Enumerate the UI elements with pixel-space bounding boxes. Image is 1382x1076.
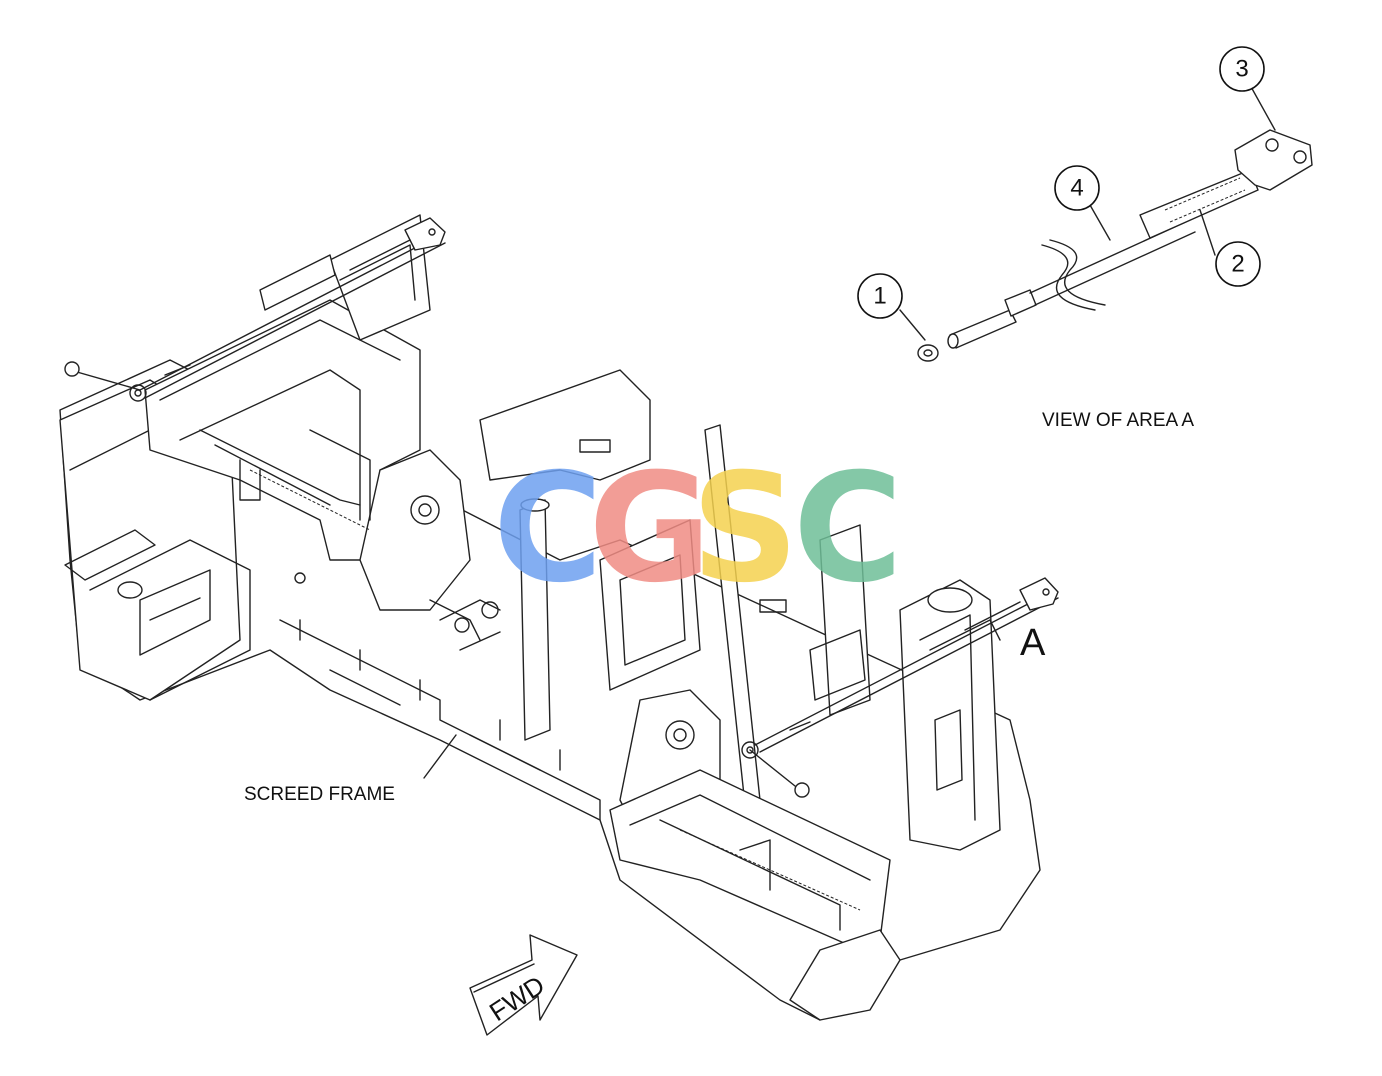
- area-a-detail-drawing: [917, 129, 1313, 362]
- callout-3: 3: [1219, 46, 1276, 131]
- watermark-letter-c1: C: [493, 442, 603, 616]
- callout-2: 2: [1199, 209, 1261, 287]
- callout-4-number: 4: [1070, 175, 1083, 202]
- watermark-letter-c2: C: [793, 442, 903, 616]
- screed-frame-drawing: [59, 214, 1059, 1021]
- callout-4: 4: [1054, 165, 1111, 241]
- cgsc-watermark-logo: C G S C: [493, 442, 903, 616]
- forward-arrow-icon: FWD: [469, 934, 578, 1036]
- view-of-area-label: VIEW OF AREA A: [1042, 410, 1194, 431]
- callout-1: 1: [857, 273, 926, 341]
- area-a-marker: A: [1020, 622, 1046, 664]
- callout-2-number: 2: [1231, 251, 1244, 278]
- callout-3-number: 3: [1235, 56, 1248, 83]
- screed-frame-label: SCREED FRAME: [244, 784, 395, 805]
- watermark-letter-s: S: [691, 442, 799, 616]
- callout-1-number: 1: [873, 283, 886, 310]
- watermark-letter-g: G: [588, 442, 711, 616]
